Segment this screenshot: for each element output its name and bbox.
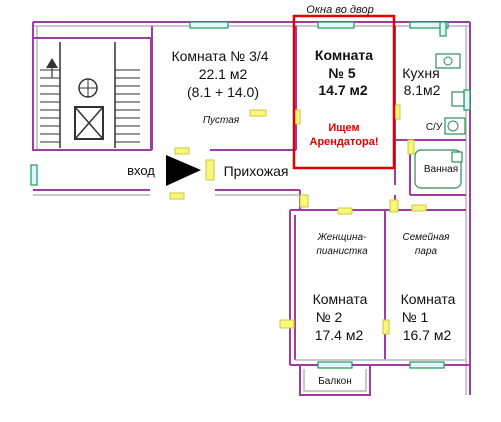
- room2-tenant-line1: Женщина-: [317, 232, 367, 243]
- room5-area: 14.7 м2: [318, 82, 367, 98]
- doors: [169, 104, 427, 335]
- hallway-label: Прихожая: [224, 163, 289, 179]
- room1-tenant-line2: пара: [415, 246, 438, 257]
- room5-line2: № 5: [328, 65, 355, 81]
- room5-line1: Комната: [315, 47, 373, 63]
- room1-area: 16.7 м2: [403, 327, 452, 343]
- balcony-label: Балкон: [318, 376, 352, 387]
- room2-area: 17.4 м2: [315, 327, 364, 343]
- room1-line2: № 1: [402, 309, 429, 325]
- bath-label: Ванная: [424, 164, 458, 175]
- room1-line1: Комната: [401, 291, 456, 307]
- room34-status: Пустая: [203, 115, 240, 126]
- room1-tenant-line1: Семейная: [402, 232, 450, 243]
- sink-icon: [451, 91, 465, 107]
- top-windows-label: Окна во двор: [306, 4, 373, 16]
- windows: [30, 21, 471, 369]
- labels: Окна во двор Комната № 3/4 22.1 м2 (8.1 …: [127, 4, 458, 387]
- room34-split: (8.1 + 14.0): [187, 84, 259, 100]
- room34-title: Комната № 3/4: [171, 48, 268, 64]
- room5-ad-line2: Арендатора!: [310, 136, 379, 148]
- room5-ad-line1: Ищем: [328, 122, 359, 134]
- room5-highlight-box: [292, 14, 396, 170]
- fixtures: [414, 53, 466, 189]
- stove-icon: [435, 53, 461, 69]
- room34-area: 22.1 м2: [199, 66, 248, 82]
- kitchen-title: Кухня: [402, 65, 439, 81]
- entrance-label: вход: [127, 163, 155, 178]
- wc-label: С/У: [426, 122, 443, 133]
- tap-icon: [451, 151, 463, 163]
- bathtub-icon: [414, 149, 462, 189]
- room2-line1: Комната: [313, 291, 368, 307]
- kitchen-area: 8.1м2: [404, 82, 441, 98]
- entrance-arrow-icon: [166, 155, 201, 186]
- room2-tenant-line2: пианистка: [316, 246, 368, 257]
- room2-line2: № 2: [316, 309, 343, 325]
- stairwell: [40, 42, 140, 148]
